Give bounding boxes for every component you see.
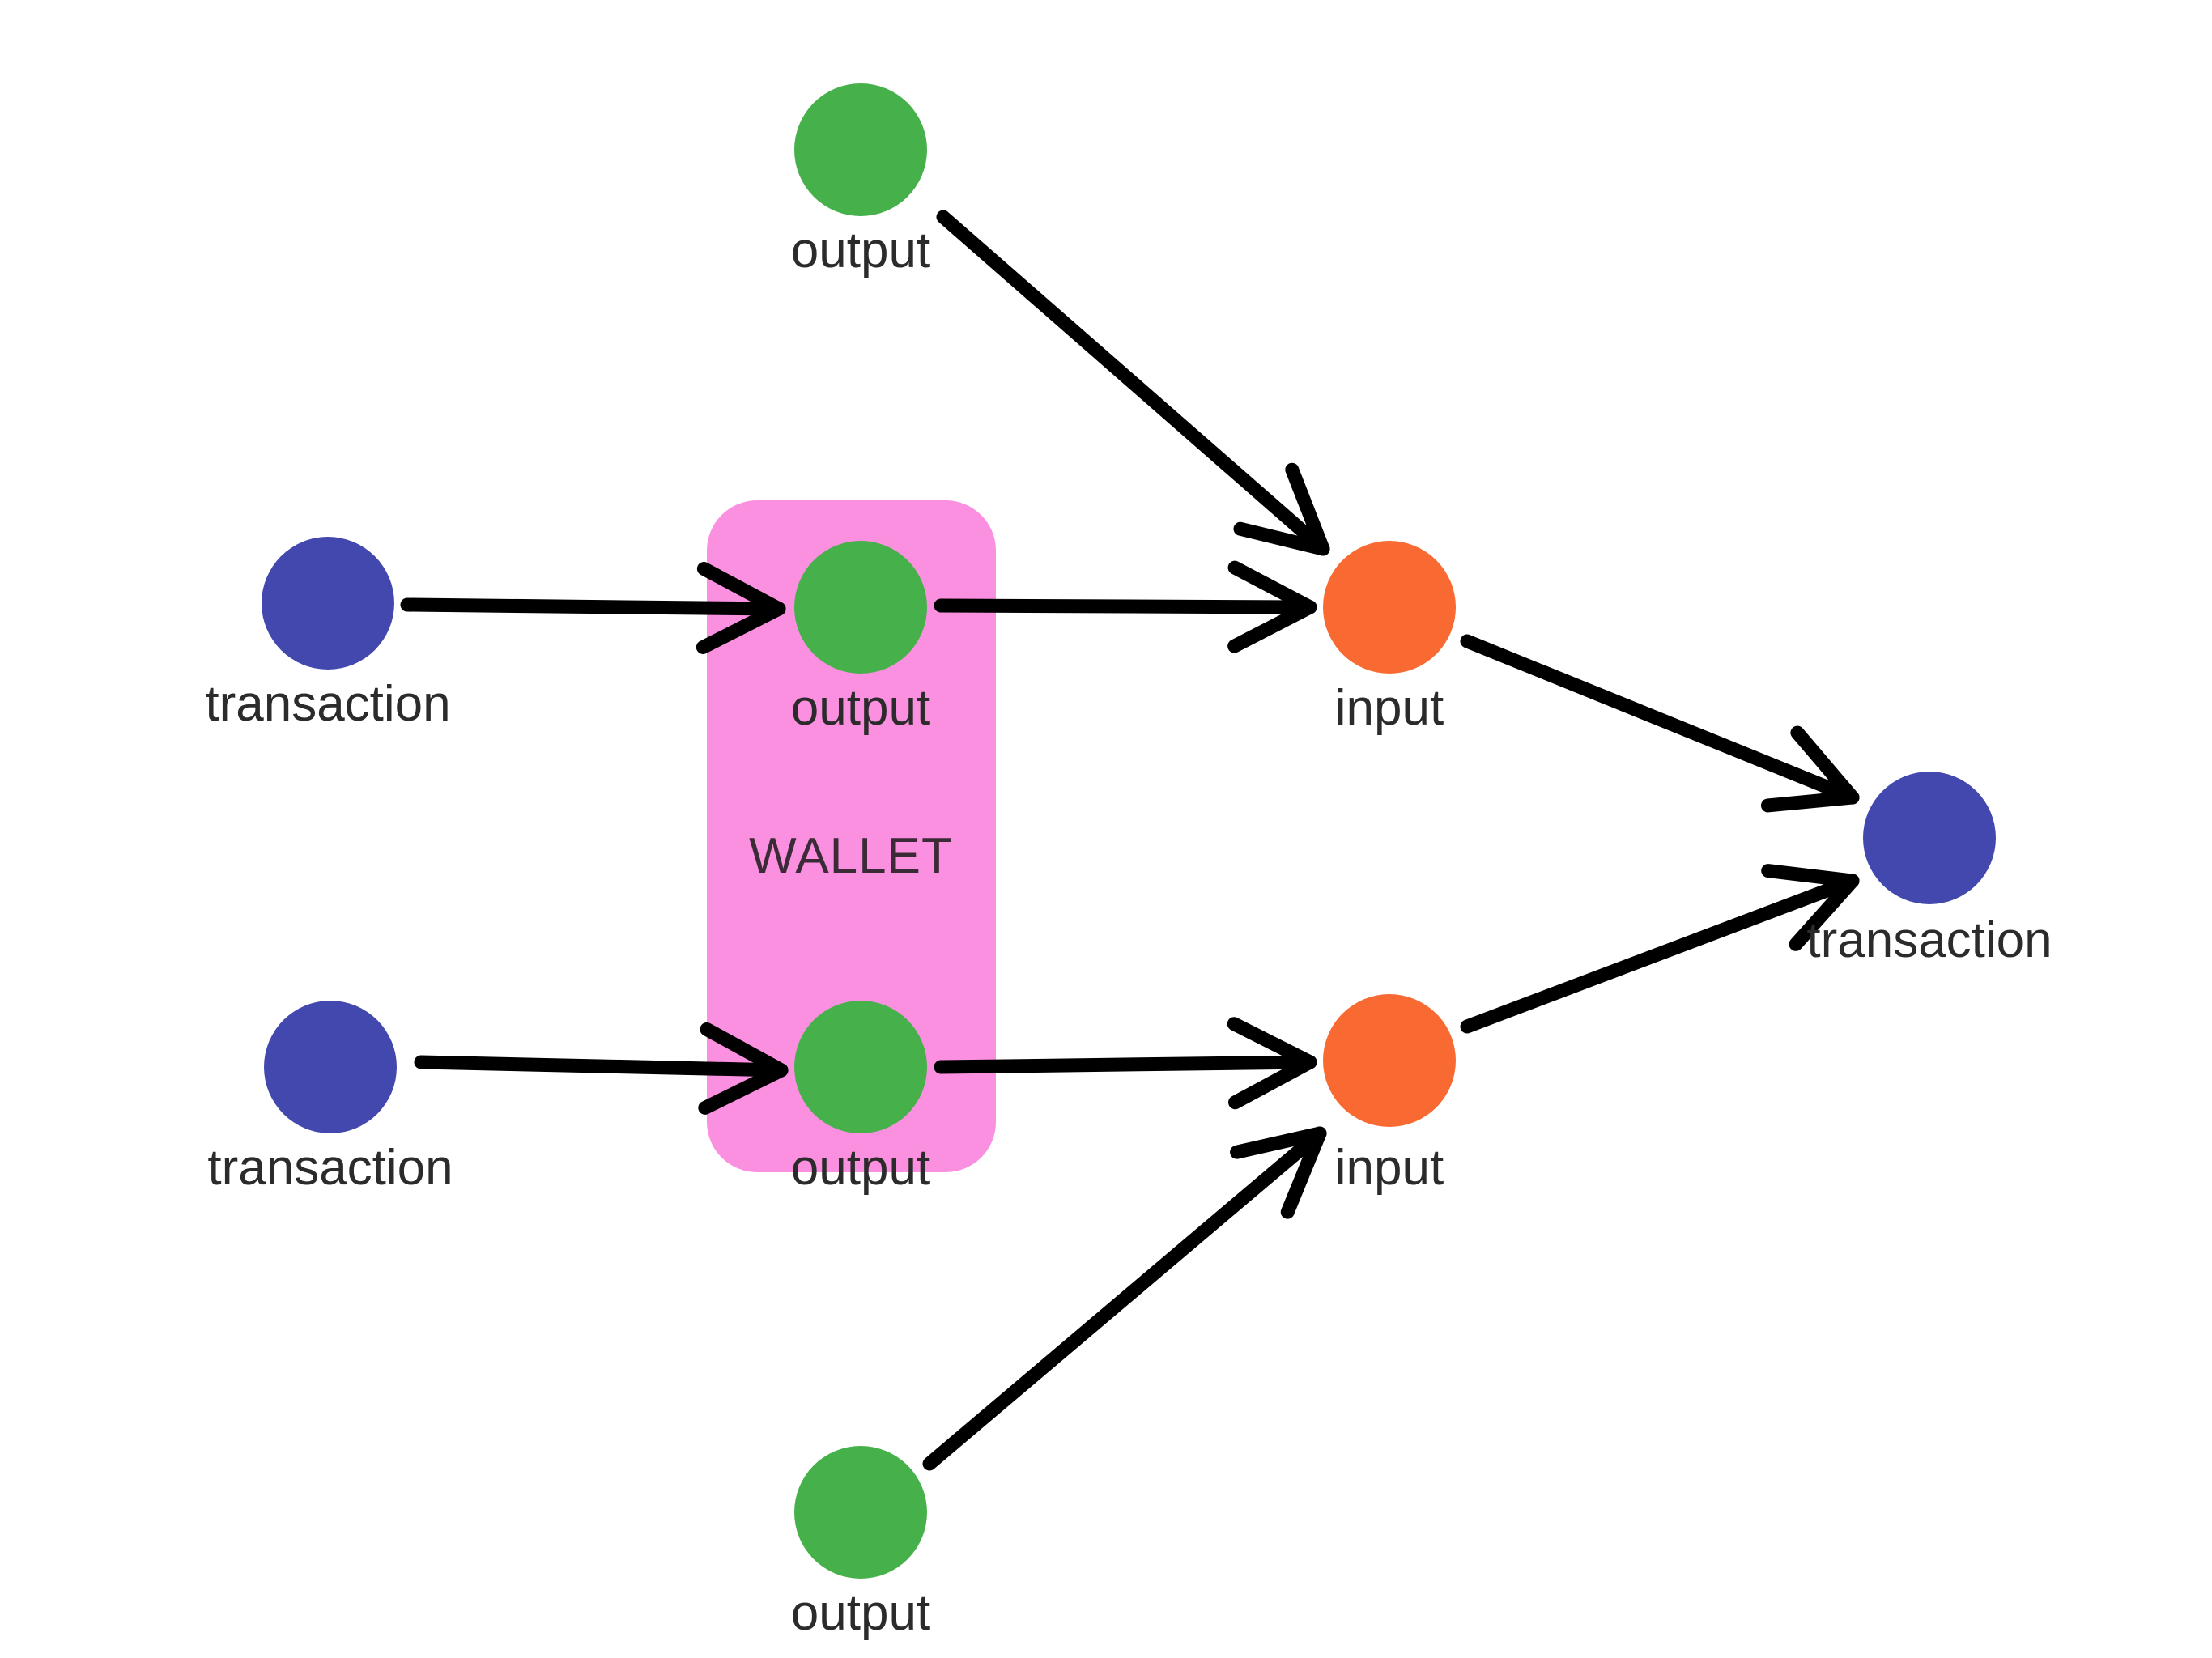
- edge-shaft: [1460, 634, 1860, 805]
- edge-arrowhead: [696, 562, 786, 616]
- nodes-layer: output transaction output input transaction t…: [205, 83, 2052, 1641]
- edge-arrowhead: [1760, 790, 1860, 813]
- node-label-input-bottom: input: [1335, 1140, 1444, 1196]
- edge-arrowhead: [1233, 521, 1330, 556]
- node-transaction-in-1[interactable]: transaction: [205, 537, 451, 732]
- edge-arrowhead: [1789, 874, 1860, 951]
- edge-shaft: [414, 1055, 789, 1078]
- node-circle-transaction[interactable]: [1863, 772, 1996, 904]
- edge-shaft: [936, 210, 1330, 556]
- node-label-output-top: output: [791, 223, 930, 278]
- edge-arrowhead: [1227, 1017, 1317, 1069]
- edge-arrow: [414, 1022, 789, 1115]
- edge-arrow: [1460, 634, 1860, 813]
- edge-arrowhead: [1285, 462, 1330, 556]
- edge-arrowhead: [1280, 1126, 1327, 1219]
- node-label-output-bottom: output: [791, 1585, 930, 1641]
- node-output-top[interactable]: output: [791, 83, 930, 278]
- node-label-input-top: input: [1335, 680, 1444, 736]
- edge-shaft: [400, 597, 786, 616]
- wallet-group-label: WALLET: [749, 828, 953, 884]
- node-wallet-output-1[interactable]: output: [791, 541, 930, 736]
- node-label-wallet-output-2: output: [791, 1140, 930, 1196]
- edge-arrow: [400, 562, 786, 654]
- node-circle-transaction[interactable]: [264, 1001, 397, 1133]
- node-label-transaction-in-2: transaction: [207, 1140, 453, 1196]
- node-output-bottom[interactable]: output: [791, 1446, 930, 1641]
- edge-arrowhead: [1227, 600, 1317, 653]
- node-input-top[interactable]: input: [1323, 541, 1456, 736]
- node-transaction-in-2[interactable]: transaction: [207, 1001, 453, 1196]
- node-circle-output[interactable]: [794, 1446, 927, 1579]
- edge-arrow: [1460, 864, 1860, 1034]
- edge-arrowhead: [696, 602, 786, 654]
- node-wallet-output-2[interactable]: output: [791, 1001, 930, 1196]
- edge-arrow: [934, 1017, 1317, 1110]
- wallet-group-rect[interactable]: [707, 500, 996, 1172]
- edge-arrowhead: [700, 1022, 789, 1078]
- edge-arrowhead: [1761, 864, 1860, 888]
- edge-shaft: [922, 1126, 1327, 1471]
- edge-arrow: [934, 560, 1317, 653]
- node-circle-input[interactable]: [1323, 541, 1456, 674]
- node-input-bottom[interactable]: input: [1323, 994, 1456, 1196]
- edge-arrowhead: [1228, 1055, 1317, 1110]
- edge-shaft: [934, 1055, 1317, 1074]
- edge-shaft: [1460, 874, 1860, 1034]
- node-circle-transaction[interactable]: [262, 537, 394, 670]
- node-label-transaction-in-1: transaction: [205, 676, 450, 732]
- edge-arrowhead: [1227, 560, 1317, 614]
- edges-layer: [400, 210, 1860, 1471]
- edge-arrowhead: [1790, 725, 1860, 805]
- edge-arrow: [922, 1126, 1327, 1471]
- node-label-transaction-out: transaction: [1806, 912, 2052, 968]
- wallet-group[interactable]: WALLET: [707, 500, 996, 1172]
- edge-arrowhead: [698, 1063, 789, 1115]
- node-circle-output[interactable]: [794, 83, 927, 216]
- node-label-wallet-output-1: output: [791, 680, 930, 736]
- node-circle-input[interactable]: [1323, 994, 1456, 1127]
- node-circle-output[interactable]: [794, 1001, 927, 1133]
- edge-arrowhead: [1230, 1126, 1327, 1159]
- node-transaction-out[interactable]: transaction: [1806, 772, 2052, 968]
- edge-arrow: [936, 210, 1330, 556]
- edge-shaft: [934, 598, 1317, 614]
- node-circle-output[interactable]: [794, 541, 927, 674]
